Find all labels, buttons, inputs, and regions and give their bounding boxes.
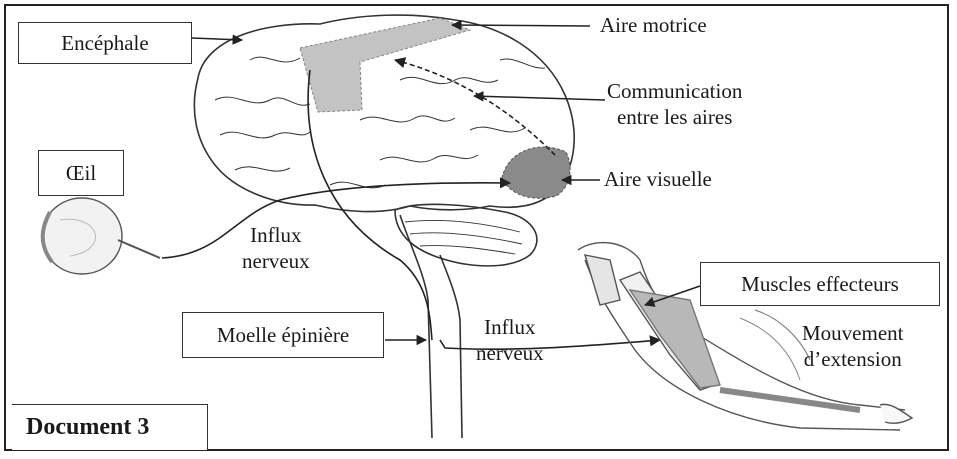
mouvement-line2: d’extension bbox=[802, 346, 903, 372]
influx2-line1: Influx bbox=[476, 314, 544, 340]
influx1-line1: Influx bbox=[242, 222, 310, 248]
influx1-line2: nerveux bbox=[242, 248, 310, 274]
pointer-communication bbox=[474, 96, 605, 100]
label-mouvement: Mouvement d’extension bbox=[802, 320, 903, 373]
label-encephale: Encéphale bbox=[18, 22, 192, 64]
label-influx-2: Influx nerveux bbox=[476, 314, 544, 367]
pointer-aire-motrice bbox=[452, 25, 590, 26]
label-aire-motrice: Aire motrice bbox=[600, 12, 707, 38]
label-oeil: Œil bbox=[38, 150, 124, 196]
communication-line1: Communication bbox=[607, 78, 742, 104]
label-muscles: Muscles effecteurs bbox=[700, 262, 940, 306]
visual-area bbox=[502, 147, 570, 198]
label-communication: Communication entre les aires bbox=[607, 78, 742, 131]
influx2-line2: nerveux bbox=[476, 340, 544, 366]
motor-area bbox=[300, 18, 470, 112]
label-influx-1: Influx nerveux bbox=[242, 222, 310, 275]
communication-line2: entre les aires bbox=[607, 104, 742, 130]
label-moelle: Moelle épinière bbox=[182, 312, 384, 358]
document-title: Document 3 bbox=[12, 404, 208, 450]
eye-drawing bbox=[42, 198, 160, 274]
label-aire-visuelle: Aire visuelle bbox=[604, 166, 712, 192]
mouvement-line1: Mouvement bbox=[802, 320, 903, 346]
nerve-pathways bbox=[162, 60, 660, 349]
